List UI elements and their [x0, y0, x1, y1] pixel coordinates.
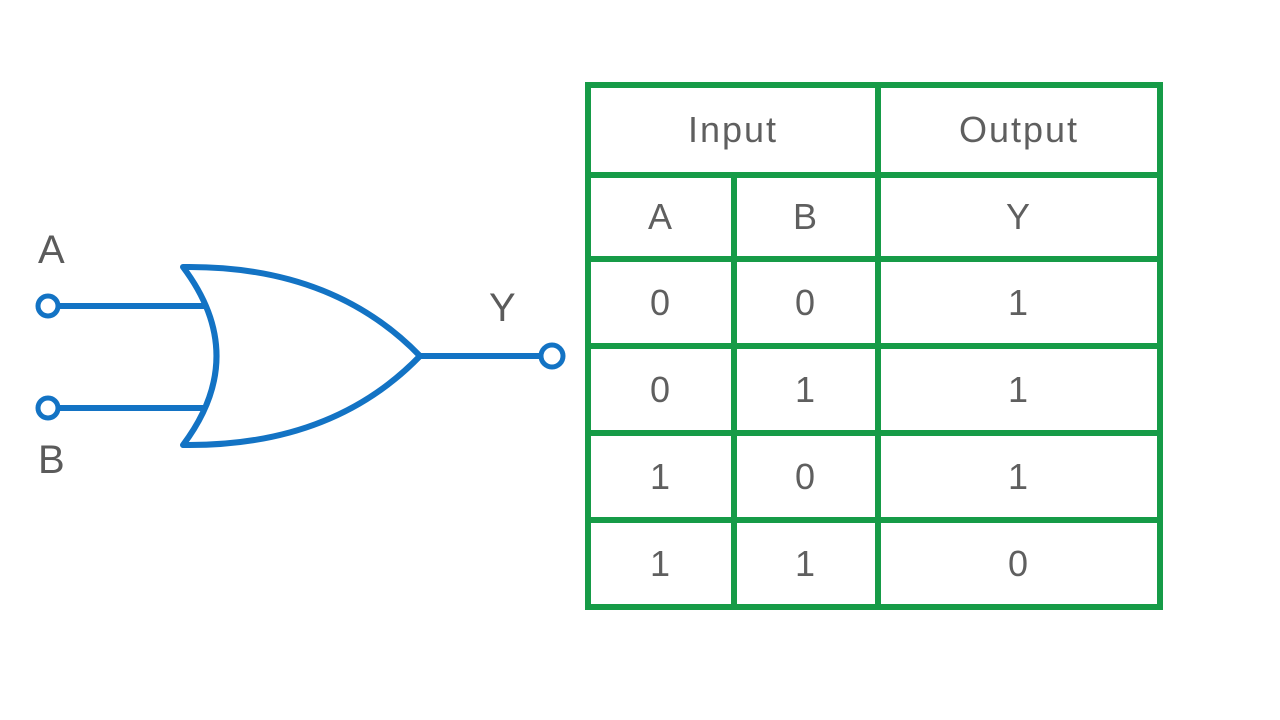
column-label-a: A [585, 172, 737, 262]
cell-y: 0 [875, 517, 1163, 610]
cell-a: 1 [585, 517, 737, 610]
cell-b: 0 [731, 430, 881, 523]
header-input: Input [585, 82, 881, 178]
gate-schematic [35, 263, 566, 449]
cell-b: 1 [731, 517, 881, 610]
output-y-label: Y [489, 286, 517, 330]
input-b-label: B [38, 438, 66, 482]
input-b-terminal [35, 395, 61, 421]
cell-a: 0 [585, 256, 737, 349]
cell-b: 1 [731, 343, 881, 436]
cell-y: 1 [875, 343, 1163, 436]
cell-a: 0 [585, 343, 737, 436]
input-a-terminal [35, 293, 61, 319]
table-row: 1 0 1 [585, 430, 1163, 523]
table-row: 0 1 1 [585, 343, 1163, 436]
header-output: Output [875, 82, 1163, 178]
table-header-row: Input Output [585, 82, 1163, 178]
cell-b: 0 [731, 256, 881, 349]
cell-a: 1 [585, 430, 737, 523]
cell-y: 1 [875, 430, 1163, 523]
cell-y: 1 [875, 256, 1163, 349]
output-terminal [538, 342, 566, 370]
table-row: 1 1 0 [585, 517, 1163, 610]
column-label-b: B [731, 172, 881, 262]
truth-table: Input Output A B Y 0 0 1 0 1 1 [585, 82, 1163, 610]
truth-table-container: Input Output A B Y 0 0 1 0 1 1 [585, 82, 1163, 610]
column-label-y: Y [875, 172, 1163, 262]
table-row: 0 0 1 [585, 256, 1163, 349]
input-a-label: A [38, 228, 66, 272]
gate-body [180, 263, 423, 449]
table-subheader-row: A B Y [585, 172, 1163, 262]
